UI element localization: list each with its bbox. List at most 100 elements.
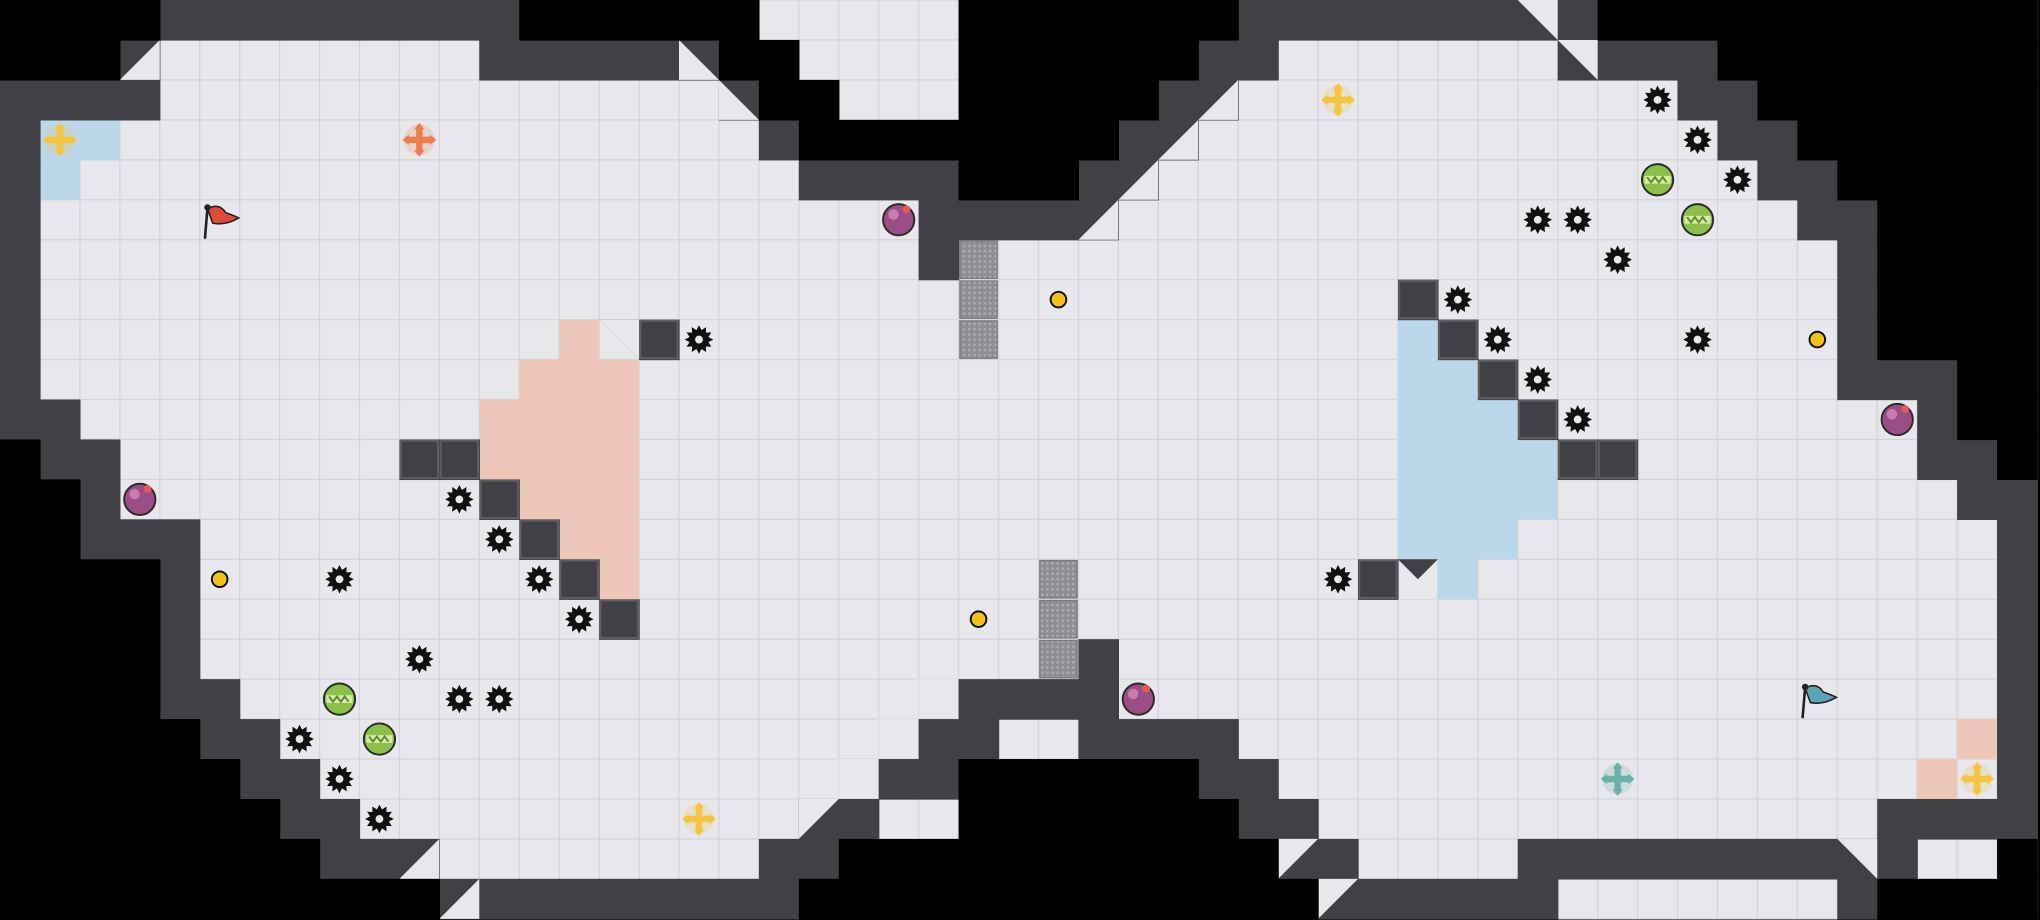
void-tile [998,759,1040,800]
void-tile [159,798,201,840]
void-tile [1198,798,1239,840]
void-tile [639,0,680,41]
red-zone-tile [479,439,520,480]
wall-tile [1957,479,1998,520]
void-tile [1877,279,1918,321]
wall-tile [1517,838,1559,880]
void-tile [199,759,241,800]
void-tile [798,79,840,121]
pink-gem-icon [1880,402,1914,437]
blue-zone-tile [1437,359,1478,400]
void-tile [1757,39,1799,81]
void-tile [199,838,241,880]
void-tile [239,798,281,840]
saw-blade-icon [484,684,514,714]
void-tile [998,79,1040,121]
saw-blade-icon [1723,165,1752,195]
wall-tile [1757,119,1799,161]
void-tile [998,119,1040,161]
blue-zone-tile [1477,519,1518,560]
vent-grate [1039,559,1078,599]
void-tile [958,759,1000,800]
wall-tile [0,159,41,201]
wall-tile [1238,0,1279,41]
zone-layer [39,119,1998,799]
saw-blade-icon [1563,205,1592,235]
wall-ramp [1118,159,1159,200]
gold-spawn-icon [682,802,716,836]
blue-zone-tile [1437,439,1478,480]
wall-tile [1997,479,2038,520]
blue-zone-tile [1397,479,1438,520]
item-layer [42,82,1995,836]
void-tile [1837,119,1878,161]
void-tile [1038,119,1080,161]
void-tile [1997,119,2038,161]
void-tile [998,878,1040,920]
void-tile [359,878,401,920]
wall-tile [239,759,281,800]
saw-blade-icon [445,684,474,714]
wall-tile [1078,639,1120,680]
saw-blade-icon [1683,325,1712,354]
wall-tile [1078,719,1120,760]
wall-tile [0,239,41,281]
void-tile [1957,39,1998,81]
wall-block [1358,559,1398,599]
wall-tile [1198,719,1239,760]
wall-tile [39,399,81,441]
saw-blade-icon [285,724,314,754]
void-tile [0,479,41,520]
wall-tile [1877,838,1918,880]
coin-icon [1808,330,1827,349]
void-tile [878,119,920,161]
wall-tile [1038,679,1080,720]
void-tile [838,119,880,161]
void-tile [1078,119,1120,161]
void-tile [1877,159,1918,201]
red-zone-tile [1917,759,1958,799]
void-tile [0,519,41,560]
wall-tile [199,679,241,720]
void-tile [559,0,600,41]
saw-blade-icon [484,524,514,554]
wall-ramp [718,79,759,120]
void-tile [1917,878,1958,920]
blue-zone-tile [1437,559,1478,600]
wall-tile [159,559,201,600]
wall-ramp [878,719,919,760]
wall-tile [758,838,800,880]
void-tile [1158,39,1199,81]
wall-ramp [439,878,480,919]
blue-zone-tile [1517,479,1558,520]
red-zone-tile [519,439,560,480]
blue-team-flag-icon [1801,683,1839,719]
void-tile [1038,79,1080,121]
void-tile [1078,798,1120,840]
void-tile [998,0,1040,41]
blue-zone-tile [1397,439,1438,480]
void-tile [1038,759,1080,800]
void-tile [1957,319,1998,361]
wall-tile [1997,759,2038,800]
void-tile [0,798,41,840]
void-tile [1238,878,1279,920]
void-tile [1078,838,1120,880]
void-tile [958,79,1000,121]
void-tile [1877,79,1918,121]
void-tile [0,559,41,600]
wall-tile [758,119,800,161]
wall-tile [758,878,800,920]
void-tile [519,0,560,41]
wall-tile [718,878,760,920]
blue-zone-tile [1477,399,1518,440]
wall-tile [1917,439,1958,481]
wall-tile [1318,0,1359,41]
wall-ramp [1517,0,1558,40]
wall-tile [1797,199,1838,241]
void-tile [79,39,121,81]
void-tile [1078,39,1120,81]
wall-tile [1437,878,1479,920]
